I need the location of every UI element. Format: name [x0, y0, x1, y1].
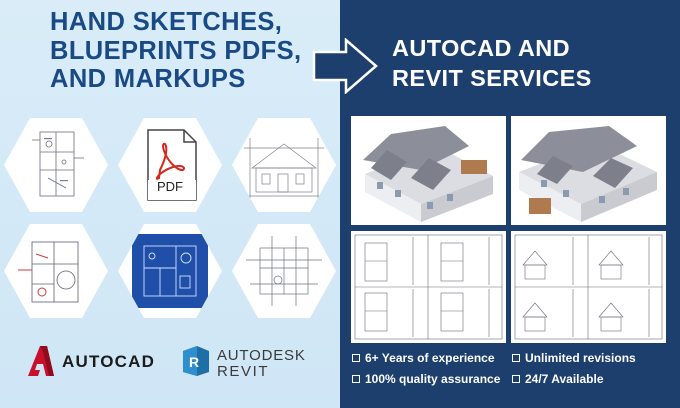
floor-plans-panel — [351, 231, 506, 343]
arrow-right-icon — [312, 38, 378, 94]
site-plan-sketch-icon — [246, 236, 322, 306]
blueprint-icon — [132, 234, 208, 308]
left-title-line: BLUEPRINTS PDFS, — [50, 36, 302, 65]
feature-text: 100% quality assurance — [365, 372, 501, 386]
feature-item: Unlimited revisions — [512, 351, 636, 365]
right-title: AUTOCAD AND REVIT SERVICES — [392, 33, 672, 93]
feature-item: 100% quality assurance — [352, 372, 500, 386]
checkbox-icon — [352, 354, 360, 362]
autocad-logo-text: AUTOCAD — [62, 352, 156, 371]
render-panel-front — [351, 116, 506, 225]
hand-sketch-hex — [4, 118, 108, 212]
feature-text: 6+ Years of experience — [365, 351, 495, 365]
render-panel-rear — [511, 116, 666, 225]
pdf-file-icon — [147, 129, 197, 201]
elevations-panel — [511, 231, 666, 343]
pdf-label: PDF — [157, 179, 183, 194]
house-3d-render-icon — [363, 126, 493, 222]
floor-plan-sketch-icon — [32, 131, 84, 197]
left-title: HAND SKETCHES, BLUEPRINTS PDFS, AND MARK… — [50, 8, 320, 94]
svg-text:R: R — [189, 354, 199, 370]
checkbox-icon — [352, 375, 360, 383]
elevation-drawings-icon — [514, 234, 663, 340]
revit-logo-line2: REVIT — [217, 363, 270, 380]
revit-logo-icon: R — [183, 346, 209, 376]
floor-plan-drawings-icon — [354, 234, 503, 340]
marked-floor-plan-icon — [18, 241, 79, 303]
feature-item: 24/7 Available — [512, 372, 604, 386]
house-3d-render-icon — [519, 126, 657, 222]
right-title-line: REVIT SERVICES — [392, 65, 592, 91]
right-title-line: AUTOCAD AND — [392, 35, 571, 61]
house-elevation-icon — [244, 138, 324, 200]
feature-text: Unlimited revisions — [525, 351, 636, 365]
feature-item: 6+ Years of experience — [352, 351, 495, 365]
checkbox-icon — [512, 354, 520, 362]
revit-logo-line1: AUTODESK — [217, 347, 306, 364]
checkbox-icon — [512, 375, 520, 383]
left-title-line: HAND SKETCHES, — [50, 8, 283, 36]
feature-text: 24/7 Available — [525, 372, 604, 386]
left-title-line: AND MARKUPS — [50, 65, 246, 93]
autocad-logo-icon — [28, 346, 54, 376]
